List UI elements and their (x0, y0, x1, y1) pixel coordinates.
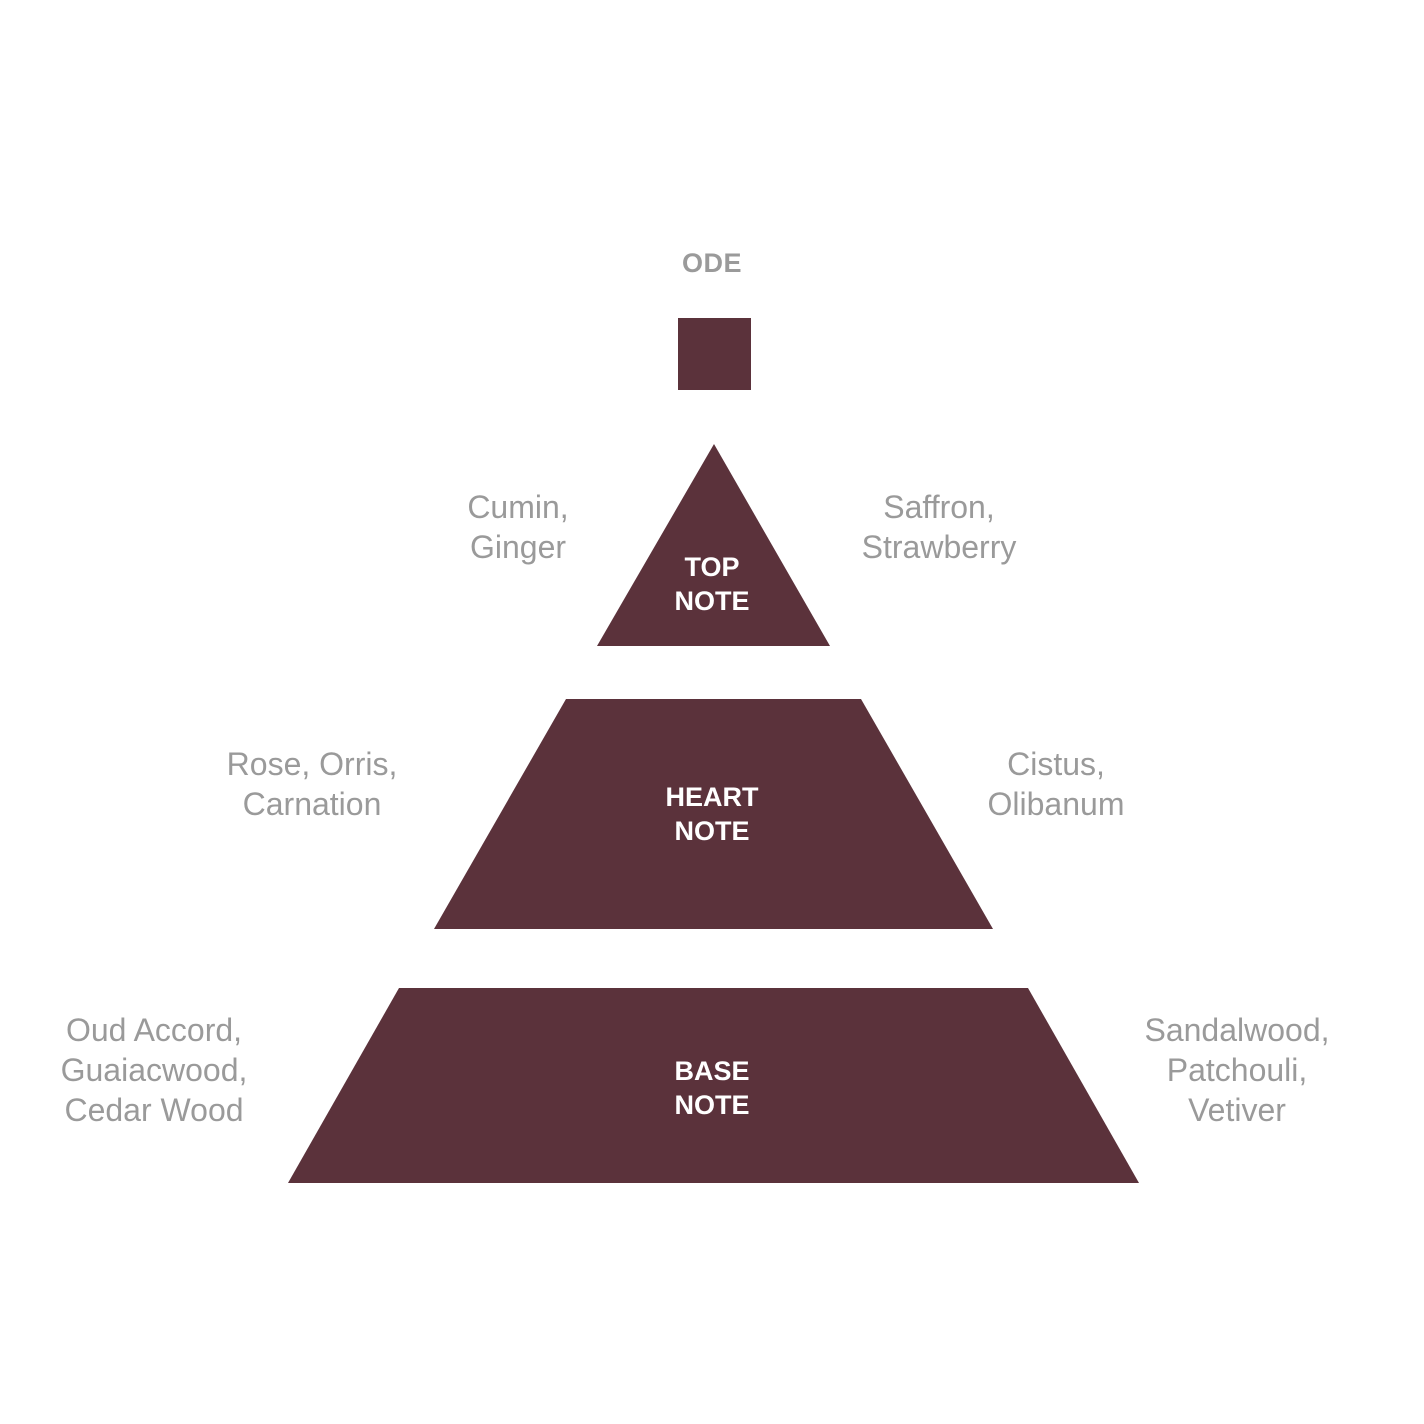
base-note-label: BASE NOTE (0, 1054, 1424, 1122)
ingredient-line: Olibanum (987, 786, 1125, 822)
base-note-trapezoid (288, 988, 1139, 1183)
ode-square (678, 318, 751, 390)
top-note-left-ingredients: Cumin, Ginger (418, 487, 618, 567)
top-note-label-line2: NOTE (674, 586, 750, 616)
base-note-label-line1: BASE (674, 1056, 750, 1086)
heart-note-right-ingredients: Cistus, Olibanum (946, 744, 1166, 824)
ingredient-line: Saffron, (883, 489, 995, 525)
ingredient-line: Cedar Wood (64, 1092, 244, 1128)
ingredient-line: Cumin, (467, 489, 569, 525)
top-note-right-ingredients: Saffron, Strawberry (819, 487, 1059, 567)
base-note-left-ingredients: Oud Accord, Guaiacwood, Cedar Wood (24, 1010, 284, 1130)
heart-note-label: HEART NOTE (0, 780, 1424, 848)
ingredient-line: Oud Accord, (65, 1012, 243, 1048)
ingredient-line: Carnation (242, 786, 382, 822)
base-note-right-ingredients: Sandalwood, Patchouli, Vetiver (1106, 1010, 1368, 1130)
heart-note-left-ingredients: Rose, Orris, Carnation (182, 744, 442, 824)
ingredient-line: Patchouli, (1166, 1052, 1308, 1088)
top-note-label: TOP NOTE (0, 550, 1424, 618)
pyramid-title: ODE (681, 248, 742, 278)
ingredient-line: Guaiacwood, (60, 1052, 248, 1088)
ingredient-line: Strawberry (861, 529, 1017, 565)
ingredient-line: Ginger (469, 529, 567, 565)
top-note-label-line1: TOP (684, 552, 740, 582)
ingredient-line: Cistus, (1007, 746, 1105, 782)
ingredient-line: Sandalwood, (1144, 1012, 1330, 1048)
ingredient-line: Rose, Orris, (226, 746, 398, 782)
ingredient-line: Vetiver (1188, 1092, 1286, 1128)
heart-note-label-line1: HEART (665, 782, 759, 812)
heart-note-label-line2: NOTE (674, 816, 750, 846)
base-note-label-line2: NOTE (674, 1090, 750, 1120)
heart-note-trapezoid (434, 699, 993, 929)
top-note-triangle (597, 444, 830, 646)
